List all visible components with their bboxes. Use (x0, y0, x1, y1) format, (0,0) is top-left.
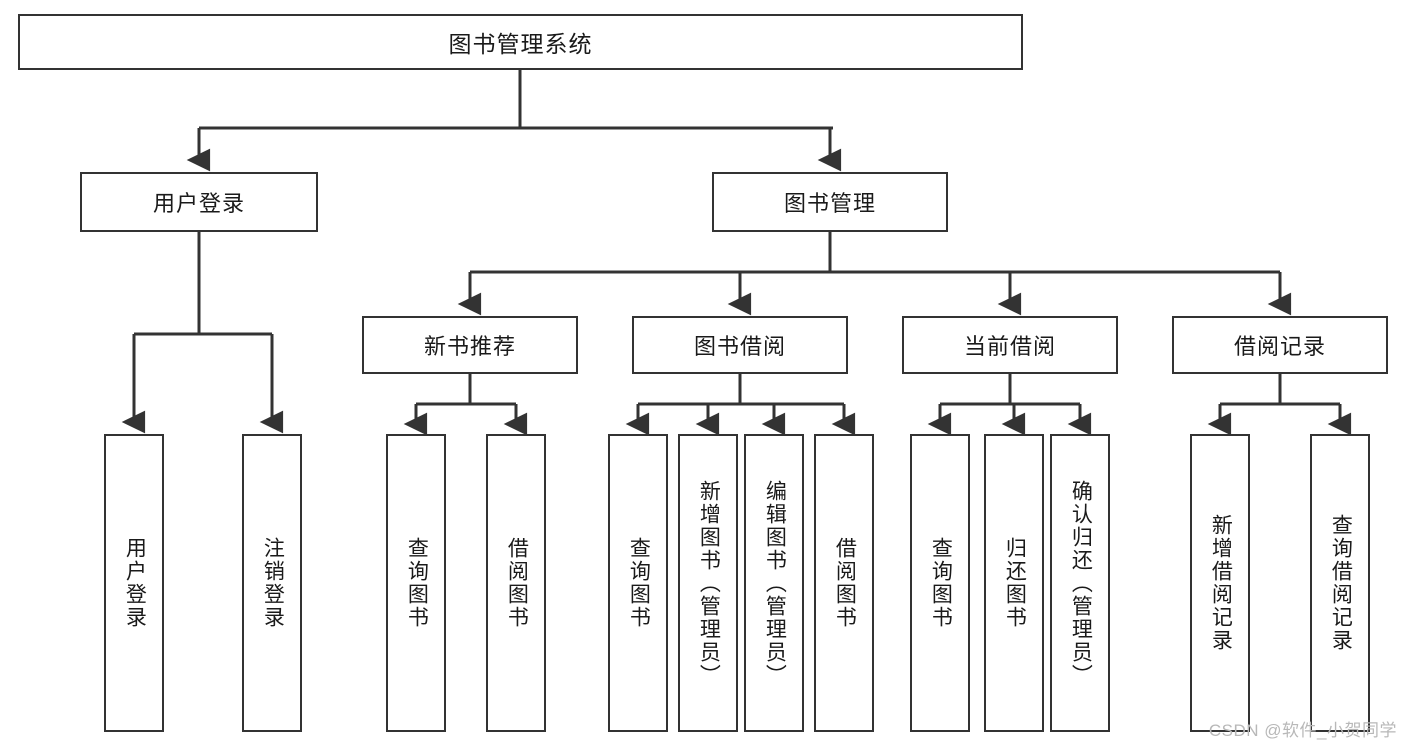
node-leaf-edit-book-admin[interactable]: 编辑图书（管理员） (744, 434, 804, 732)
node-book-management[interactable]: 图书管理 (712, 172, 948, 232)
node-leaf-return-book-label: 归还图书 (1003, 537, 1027, 629)
node-leaf-query-book-borrow-label: 查询图书 (627, 537, 651, 629)
node-leaf-edit-book-admin-label: 编辑图书（管理员） (763, 479, 787, 687)
node-leaf-return-book[interactable]: 归还图书 (984, 434, 1044, 732)
node-leaf-query-book-current-label: 查询图书 (929, 537, 953, 629)
node-borrow-record[interactable]: 借阅记录 (1172, 316, 1388, 374)
node-leaf-query-book-rec-label: 查询图书 (405, 537, 429, 629)
node-user-login[interactable]: 用户登录 (80, 172, 318, 232)
node-root-label: 图书管理系统 (448, 31, 593, 57)
node-leaf-add-borrow-record-label: 新增借阅记录 (1209, 514, 1233, 652)
node-leaf-user-login[interactable]: 用户登录 (104, 434, 164, 732)
node-current-borrow[interactable]: 当前借阅 (902, 316, 1118, 374)
node-book-management-label: 图书管理 (783, 191, 876, 216)
node-root[interactable]: 图书管理系统 (18, 14, 1023, 70)
node-current-borrow-label: 当前借阅 (963, 334, 1056, 359)
csdn-watermark: CSDN @软件_小贺同学 (1208, 721, 1397, 740)
node-leaf-query-book-rec[interactable]: 查询图书 (386, 434, 446, 732)
node-book-borrow-label: 图书借阅 (693, 334, 786, 359)
node-leaf-user-login-label: 用户登录 (123, 537, 147, 629)
node-user-login-label: 用户登录 (152, 191, 245, 216)
node-leaf-borrow-book-rec-label: 借阅图书 (505, 537, 529, 629)
node-leaf-query-book-borrow[interactable]: 查询图书 (608, 434, 668, 732)
node-leaf-borrow-book-borrow-label: 借阅图书 (833, 537, 857, 629)
node-leaf-query-borrow-record[interactable]: 查询借阅记录 (1310, 434, 1370, 732)
node-leaf-add-book-admin[interactable]: 新增图书（管理员） (678, 434, 738, 732)
node-new-book-recommend-label: 新书推荐 (423, 334, 516, 359)
node-leaf-logout-label: 注销登录 (261, 537, 285, 629)
node-leaf-add-borrow-record[interactable]: 新增借阅记录 (1190, 434, 1250, 732)
node-book-borrow[interactable]: 图书借阅 (632, 316, 848, 374)
node-borrow-record-label: 借阅记录 (1233, 334, 1326, 359)
node-leaf-add-book-admin-label: 新增图书（管理员） (697, 479, 721, 687)
node-new-book-recommend[interactable]: 新书推荐 (362, 316, 578, 374)
node-leaf-confirm-return-admin[interactable]: 确认归还（管理员） (1050, 434, 1110, 732)
node-leaf-borrow-book-borrow[interactable]: 借阅图书 (814, 434, 874, 732)
node-leaf-query-borrow-record-label: 查询借阅记录 (1329, 514, 1353, 652)
node-leaf-query-book-current[interactable]: 查询图书 (910, 434, 970, 732)
node-leaf-borrow-book-rec[interactable]: 借阅图书 (486, 434, 546, 732)
node-leaf-confirm-return-admin-label: 确认归还（管理员） (1069, 479, 1093, 687)
node-leaf-logout[interactable]: 注销登录 (242, 434, 302, 732)
